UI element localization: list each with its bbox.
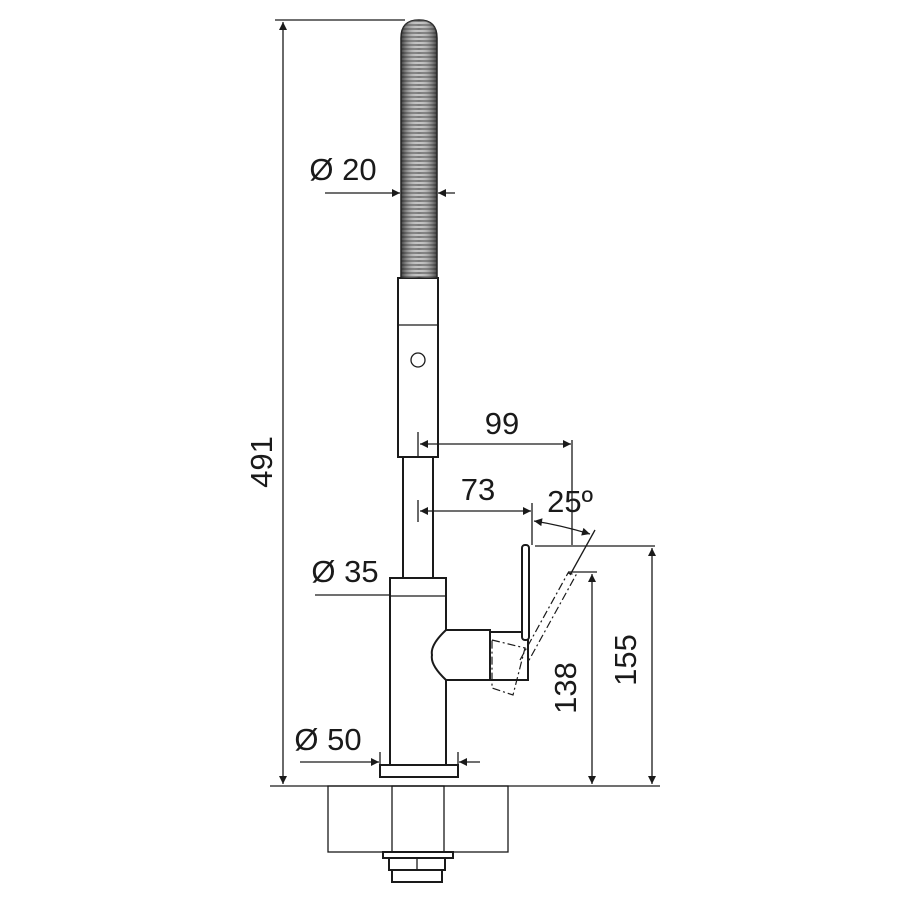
coiled-spring-spout bbox=[400, 19, 438, 279]
base-flange bbox=[379, 764, 459, 778]
mounting-nut bbox=[382, 851, 454, 883]
dimension-base-diameter: Ø 50 bbox=[294, 722, 480, 766]
spray-button-icon bbox=[410, 352, 426, 368]
dimension-handle-height: 155 bbox=[535, 545, 656, 784]
dimension-total-height: 491 bbox=[244, 19, 405, 784]
label-spout-reach: 99 bbox=[485, 406, 519, 441]
dimension-handle-reach: 73 bbox=[417, 472, 533, 545]
dimension-hose-diameter: Ø 20 bbox=[309, 152, 455, 197]
label-body-diameter: Ø 35 bbox=[311, 554, 378, 589]
label-base-diameter: Ø 50 bbox=[294, 722, 361, 757]
dimension-spout-reach: 99 bbox=[417, 406, 573, 545]
label-handle-height: 155 bbox=[608, 634, 643, 686]
label-hose-diameter: Ø 20 bbox=[309, 152, 376, 187]
label-height-total: 491 bbox=[244, 436, 279, 488]
dimension-handle-angle: 25º bbox=[533, 484, 596, 576]
label-handle-angle: 25º bbox=[547, 484, 593, 519]
label-handle-height-tilted: 138 bbox=[548, 662, 583, 714]
label-handle-reach: 73 bbox=[461, 472, 495, 507]
dimension-handle-height-tilted: 138 bbox=[548, 571, 597, 784]
countertop-section bbox=[270, 785, 660, 853]
handle bbox=[430, 544, 577, 696]
spray-head-sleeve bbox=[397, 277, 439, 458]
dimension-body-diameter: Ø 35 bbox=[311, 554, 390, 596]
